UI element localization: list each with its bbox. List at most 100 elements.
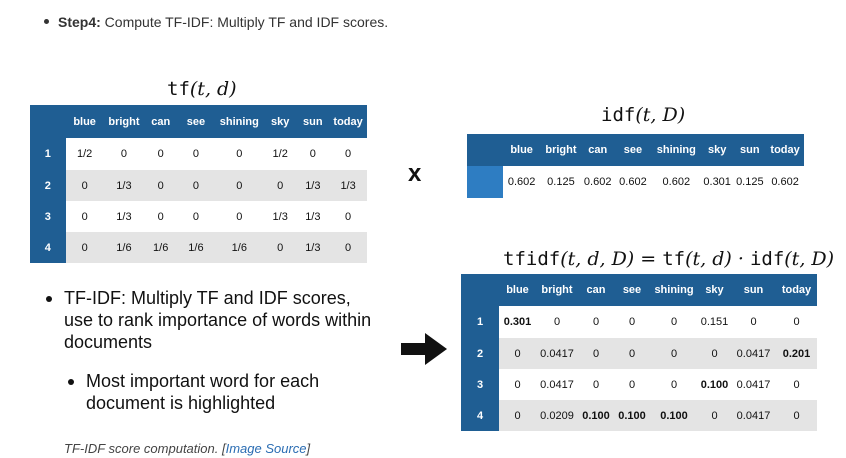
tfidf-cell: 0 (578, 338, 614, 369)
tf-cell: 1/6 (144, 232, 178, 263)
tf-cell: 0 (144, 170, 178, 201)
tfidf-cell: 0.151 (698, 306, 731, 338)
tfidf-cell: 0 (776, 369, 817, 400)
tf-col-header: see (177, 105, 215, 138)
tfidf-cell: 0 (614, 338, 650, 369)
tfidf-cell: 0 (536, 306, 578, 338)
tf-col-header: shining (214, 105, 264, 138)
tf-table: blue bright can see shining sky sun toda… (30, 105, 367, 263)
tf-cell: 1/3 (296, 170, 330, 201)
tf-row-head: 4 (30, 232, 66, 263)
tf-cell: 0 (329, 138, 367, 170)
idf-col-header: see (614, 134, 652, 166)
tfidf-cell: 0 (499, 369, 536, 400)
tfidf-col-header: shining (650, 274, 698, 306)
bullet-dot (68, 379, 74, 385)
image-source-link[interactable]: Image Source (225, 441, 307, 456)
bullet-dot (44, 18, 49, 24)
tf-cell: 1/6 (103, 232, 145, 263)
bullet-main-text: TF-IDF: Multiply TF and IDF scores, use … (64, 288, 372, 352)
tf-col-header: today (329, 105, 367, 138)
bullet-sub-text: Most important word for each document is… (86, 371, 320, 413)
tf-row: 4 0 1/6 1/6 1/6 1/6 0 1/3 0 (30, 232, 367, 263)
tfidf-cell-highlighted: 0.301 (499, 306, 536, 338)
tfidf-corner-cell (461, 274, 499, 306)
tfidf-cell-highlighted: 0.100 (698, 369, 731, 400)
tf-cell: 0 (177, 201, 215, 232)
tfidf-cell: 0 (776, 306, 817, 338)
tf-col-header: sun (296, 105, 330, 138)
idf-cell: 0.125 (733, 166, 767, 198)
idf-col-header: today (766, 134, 804, 166)
idf-cell: 0.301 (700, 166, 734, 198)
idf-col-header: can (581, 134, 615, 166)
tfidf-cell-highlighted: 0.100 (578, 400, 614, 431)
idf-corner-cell (467, 134, 503, 166)
tfidf-row-head: 4 (461, 400, 499, 431)
tf-cell: 1/3 (263, 201, 297, 232)
tfidf-cell: 0 (650, 306, 698, 338)
tfidf-tf-fn: tf (662, 248, 686, 270)
tf-cell: 0 (65, 170, 104, 201)
tf-cell: 1/2 (65, 138, 104, 170)
tf-cell: 0 (329, 232, 367, 263)
tf-header-row: blue bright can see shining sky sun toda… (30, 105, 367, 138)
tfidf-row-head: 1 (461, 306, 499, 338)
tf-cell: 1/6 (214, 232, 264, 263)
tf-cell: 0 (263, 232, 297, 263)
tfidf-cell: 0 (698, 338, 731, 369)
idf-table: blue bright can see shining sky sun toda… (467, 134, 804, 198)
tf-cell: 0 (103, 138, 145, 170)
tf-row: 1 1/2 0 0 0 0 1/2 0 0 (30, 138, 367, 170)
idf-cell: 0.602 (651, 166, 701, 198)
tfidf-cell: 0 (499, 400, 536, 431)
right-arrow-icon (401, 333, 447, 365)
tfidf-cell: 0.0417 (731, 400, 776, 431)
bullet-dot (46, 296, 52, 302)
tf-cell: 1/3 (296, 232, 330, 263)
tfidf-cell-highlighted: 0.201 (776, 338, 817, 369)
idf-col-header: blue (502, 134, 541, 166)
tfidf-col-header: see (614, 274, 650, 306)
idf-cell: 0.602 (502, 166, 541, 198)
tf-row-head: 2 (30, 170, 66, 201)
idf-fn: idf (601, 104, 636, 126)
tfidf-cell: 0.0417 (731, 338, 776, 369)
tfidf-col-header: today (776, 274, 817, 306)
tfidf-cell: 0 (499, 338, 536, 369)
tf-cell: 0 (329, 201, 367, 232)
tfidf-fn: tfidf (503, 248, 561, 270)
tf-col-header: bright (103, 105, 145, 138)
tf-cell: 1/3 (329, 170, 367, 201)
tfidf-cell: 0 (578, 306, 614, 338)
tfidf-cell: 0.0209 (536, 400, 578, 431)
tf-row: 2 0 1/3 0 0 0 0 1/3 1/3 (30, 170, 367, 201)
idf-args: (t, D) (635, 104, 686, 126)
tf-row: 3 0 1/3 0 0 0 1/3 1/3 0 (30, 201, 367, 232)
caption-text: TF-IDF score computation. [ (64, 441, 226, 456)
tfidf-cell: 0 (578, 369, 614, 400)
tf-cell: 0 (144, 201, 178, 232)
bullet-sub: Most important word for each document is… (44, 370, 384, 414)
tfidf-col-header: sky (698, 274, 731, 306)
tfidf-row: 3 0 0.0417 0 0 0 0.100 0.0417 0 (461, 369, 817, 400)
tfidf-row-head: 3 (461, 369, 499, 400)
tf-args: (t, d) (189, 78, 237, 100)
tf-cell: 1/3 (296, 201, 330, 232)
tfidf-cell-highlighted: 0.100 (614, 400, 650, 431)
tfidf-idf-args: (t, D) (784, 248, 835, 270)
idf-col-header: sun (733, 134, 767, 166)
tf-cell: 0 (214, 201, 264, 232)
tf-col-header: blue (65, 105, 104, 138)
idf-cell: 0.602 (614, 166, 652, 198)
tfidf-args: (t, d, D) = (560, 248, 663, 270)
tfidf-cell: 0 (776, 400, 817, 431)
tfidf-cell: 0 (614, 306, 650, 338)
tfidf-col-header: bright (536, 274, 578, 306)
tfidf-cell: 0 (650, 338, 698, 369)
figure-caption: TF-IDF score computation. [Image Source] (64, 441, 310, 456)
tf-cell: 0 (177, 138, 215, 170)
tf-corner-cell (30, 105, 66, 138)
tfidf-table: blue bright can see shining sky sun toda… (461, 274, 817, 431)
step-heading: Step4: Compute TF-IDF: Multiply TF and I… (44, 14, 388, 30)
